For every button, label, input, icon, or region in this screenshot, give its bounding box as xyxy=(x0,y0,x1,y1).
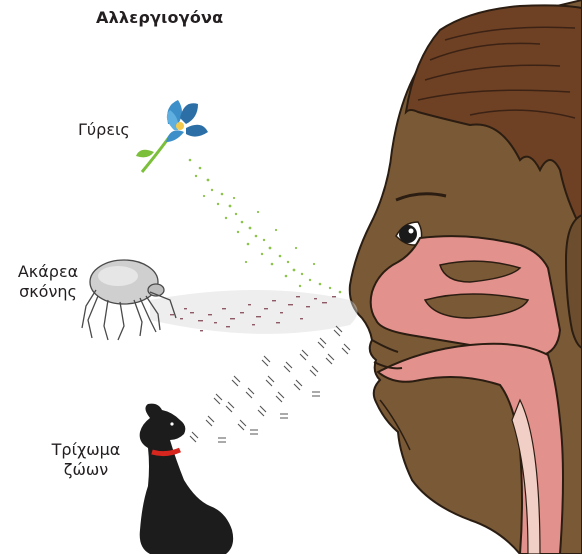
label-animal-fur-line2: ζώων xyxy=(40,460,132,480)
label-dust-mites-line1: Ακάρεα xyxy=(4,262,92,282)
label-dust-mites-line2: σκόνης xyxy=(4,282,92,302)
dog-icon xyxy=(140,404,233,554)
fur-particles xyxy=(190,326,350,442)
label-animal-fur: Τρίχωμα ζώων xyxy=(40,440,132,480)
label-dust-mites: Ακάρεα σκόνης xyxy=(4,262,92,302)
flower-icon xyxy=(136,100,208,172)
pollen-particles xyxy=(189,159,342,294)
human-head xyxy=(350,0,582,554)
label-pollen: Γύρεις xyxy=(78,120,130,140)
airflow-shadow xyxy=(150,290,358,334)
label-animal-fur-line1: Τρίχωμα xyxy=(40,440,132,460)
diagram-title: Αλλεργιογόνα xyxy=(96,8,223,28)
